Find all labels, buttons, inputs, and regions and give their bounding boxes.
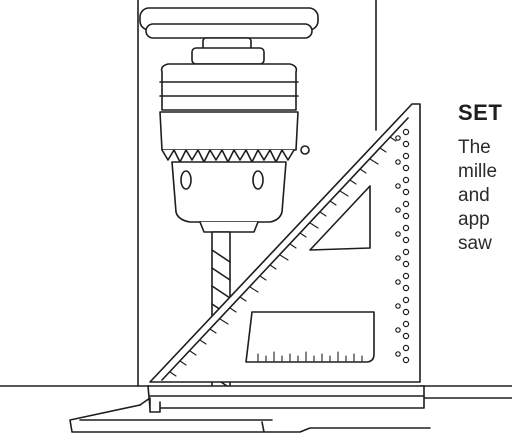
speed-square-icon — [147, 103, 425, 413]
caption-line: mille — [458, 161, 498, 182]
drill-chuck-icon — [139, 7, 319, 233]
caption-line: saw — [458, 233, 492, 254]
caption-line: app — [458, 209, 490, 230]
drill-press-column-icon — [137, 0, 377, 387]
caption-block: SET The mille and app saw — [458, 100, 512, 256]
caption-line: and — [458, 185, 490, 206]
caption-heading: SET — [458, 100, 503, 125]
caption-line: The — [458, 137, 491, 158]
